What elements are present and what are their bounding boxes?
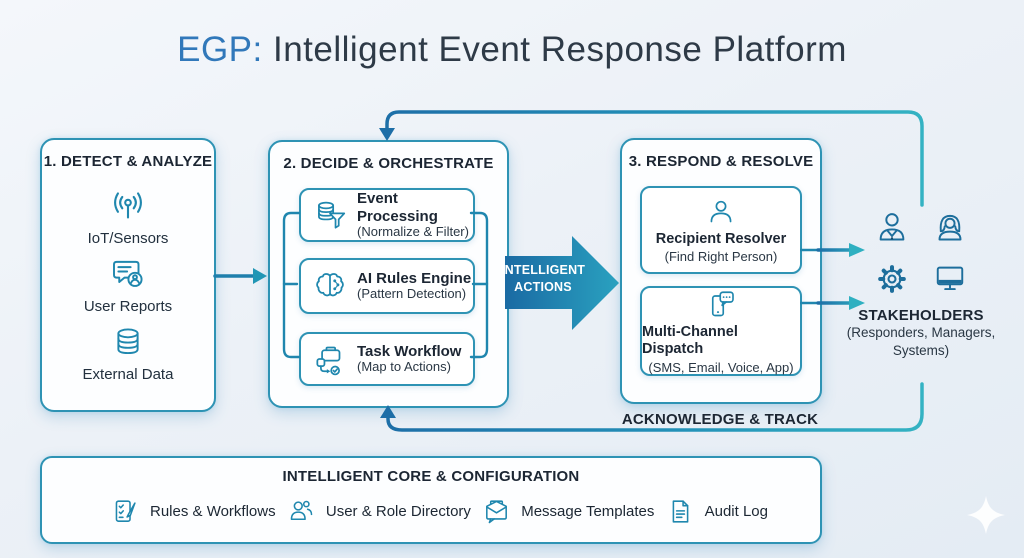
user-reports-icon	[107, 254, 149, 296]
list-item: Message Templates	[481, 496, 654, 527]
sparkle-icon	[967, 496, 1005, 534]
page-title: EGP: Intelligent Event Response Platform	[0, 30, 1024, 70]
stage2-item-title: AI Rules Engine	[357, 269, 472, 287]
stage-respond-resolve: 3. RESPOND & RESOLVE Recipient Resolver …	[620, 138, 822, 404]
stage3-item-subtitle: (SMS, Email, Voice, App)	[648, 359, 794, 375]
stage-detect-analyze: 1. DETECT & ANALYZE IoT/Sensors	[40, 138, 216, 412]
list-item: User & Role Directory	[286, 496, 471, 527]
stage-decide-orchestrate: 2. DECIDE & ORCHESTRATE Event Processing…	[268, 140, 509, 408]
external-data-icon	[107, 322, 149, 364]
list-item: Audit Log	[665, 496, 768, 527]
intelligent-actions-arrow-label: INTELLIGENT ACTIONS	[501, 263, 586, 294]
list-item: User Reports	[84, 254, 172, 315]
iot-sensors-icon	[107, 186, 149, 228]
intelligent-core-bar: INTELLIGENT CORE & CONFIGURATION Rules &…	[40, 456, 822, 544]
core-item-label: Rules & Workflows	[150, 503, 276, 520]
list-item: IoT/Sensors	[87, 186, 169, 247]
detect-to-decide-arrow	[213, 268, 267, 284]
acknowledge-track-label: ACKNOWLEDGE & TRACK	[621, 411, 819, 428]
stage2-header: 2. DECIDE & ORCHESTRATE	[283, 155, 494, 172]
stage1-item-label: External Data	[82, 366, 174, 383]
user-role-directory-icon	[286, 496, 317, 527]
event-processing-icon	[311, 196, 349, 234]
stage2-item-subtitle: (Normalize & Filter)	[357, 223, 469, 239]
event-processing-box: Event Processing (Normalize & Filter)	[299, 188, 475, 242]
list-item: Rules & Workflows	[110, 496, 276, 527]
stage3-item-title: Recipient Resolver	[655, 230, 787, 247]
multi-channel-dispatch-box: Multi-Channel Dispatch (SMS, Email, Voic…	[640, 286, 802, 376]
task-workflow-icon	[311, 340, 349, 378]
businessman-icon	[871, 208, 913, 250]
recipient-resolver-box: Recipient Resolver (Find Right Person)	[640, 186, 802, 274]
core-item-label: User & Role Directory	[325, 503, 471, 520]
gear-icon	[871, 258, 913, 300]
message-templates-icon	[481, 496, 512, 527]
title-text: Intelligent Event Response Platform	[262, 30, 847, 69]
core-item-label: Message Templates	[521, 503, 655, 520]
stage3-item-title: Multi-Channel Dispatch	[642, 323, 738, 358]
task-workflow-box: Task Workflow (Map to Actions)	[299, 332, 475, 386]
stage3-item-subtitle: (Find Right Person)	[664, 248, 778, 264]
stakeholders-subtitle: (Responders, Managers, Systems)	[846, 325, 996, 358]
ai-rules-engine-icon	[311, 267, 349, 305]
audit-log-icon	[665, 496, 696, 527]
stage1-item-label: User Reports	[83, 298, 173, 315]
stage1-item-label: IoT/Sensors	[87, 230, 169, 247]
stakeholders-title: STAKEHOLDERS	[858, 307, 984, 324]
monitor-icon	[929, 258, 971, 300]
recipient-resolver-icon	[704, 196, 738, 230]
core-header: INTELLIGENT CORE & CONFIGURATION	[282, 468, 580, 485]
stage1-header: 1. DETECT & ANALYZE	[43, 153, 213, 170]
arrow-right-icon	[253, 268, 267, 284]
list-item: External Data	[82, 322, 174, 383]
core-item-label: Audit Log	[704, 503, 768, 520]
title-acronym: EGP:	[177, 30, 263, 69]
multi-channel-dispatch-icon	[703, 287, 739, 323]
stakeholders-group: STAKEHOLDERS (Responders, Managers, Syst…	[846, 208, 996, 359]
ai-rules-engine-box: AI Rules Engine (Pattern Detection)	[299, 258, 475, 314]
businesswoman-icon	[929, 208, 971, 250]
rules-workflows-icon	[110, 496, 141, 527]
stage2-item-title: Event Processing	[357, 190, 438, 225]
stage2-item-title: Task Workflow	[357, 342, 462, 360]
stage2-item-subtitle: (Map to Actions)	[357, 359, 451, 375]
stage2-item-subtitle: (Pattern Detection)	[357, 286, 467, 302]
stage3-header: 3. RESPOND & RESOLVE	[628, 153, 814, 170]
